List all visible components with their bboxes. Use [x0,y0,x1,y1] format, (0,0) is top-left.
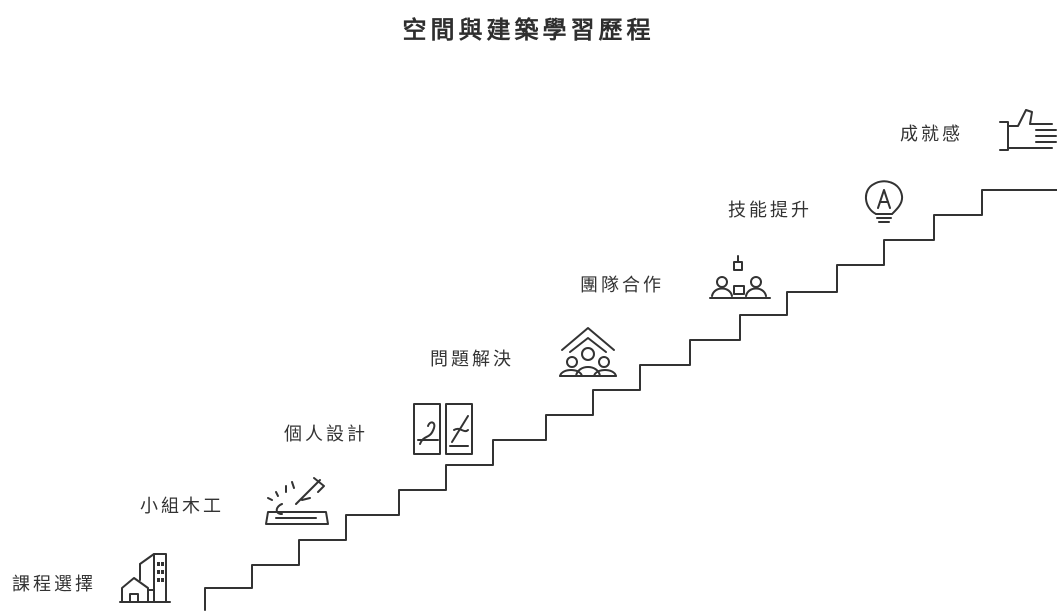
buildings-icon [119,550,184,604]
diagram-title: 空間與建築學習歷程 [402,15,655,44]
step-label-problem-solving: 問題解決 [430,349,514,370]
group-arrow-icon [556,324,620,380]
step-label-personal-design: 個人設計 [284,424,368,445]
step-label-teamwork: 團隊合作 [580,275,664,296]
thumbs-up-icon [996,104,1057,156]
woodworking-icon [262,474,334,530]
design-panels-icon [410,400,482,458]
step-label-skill-improvement: 技能提升 [728,200,812,221]
step-label-group-woodwork: 小組木工 [140,496,224,517]
lightbulb-icon [856,176,912,232]
team-table-icon [708,254,772,304]
step-label-course-selection: 課程選擇 [12,574,96,595]
step-label-sense-of-achievement: 成就感 [900,124,963,145]
